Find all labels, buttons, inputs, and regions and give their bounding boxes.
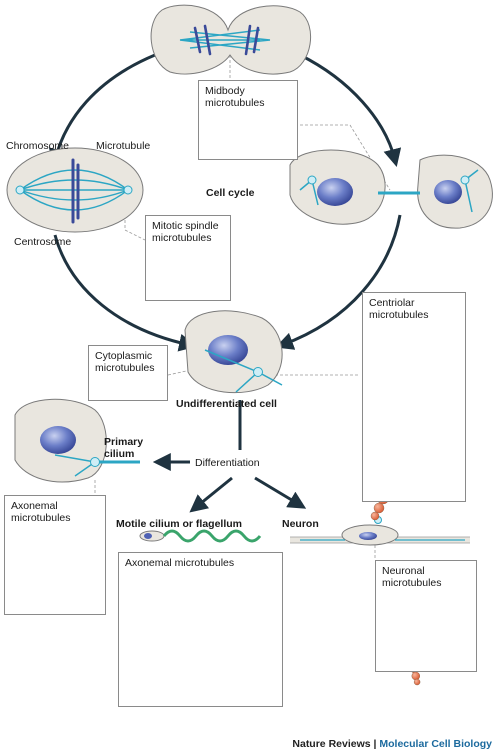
neuron-art xyxy=(290,516,470,546)
journal-section: Molecular Cell Biology xyxy=(379,738,492,750)
undifferentiated-cell-art xyxy=(184,310,283,394)
centriolar-box: Centriolar microtubules xyxy=(362,292,466,502)
dividing-cell-top xyxy=(150,4,312,75)
spindle-title: Mitotic spindle microtubules xyxy=(152,220,219,244)
cell-cycle-label: Cell cycle xyxy=(206,187,255,199)
primary-cilium-cell xyxy=(14,398,140,483)
primary-cilium-label: Primary cilium xyxy=(104,436,144,460)
mitotic-cell xyxy=(6,147,144,233)
undifferentiated-cell-label: Undifferentiated cell xyxy=(176,398,277,410)
motile-cilium-label: Motile cilium or flagellum xyxy=(116,518,243,530)
cytoplasmic-box: Cytoplasmic microtubules xyxy=(88,345,168,401)
chain-bead-e xyxy=(411,671,420,681)
cytoplasmic-title: Cytoplasmic microtubules xyxy=(95,350,155,374)
cycle-arrows xyxy=(48,53,402,352)
spindle-box: Mitotic spindle microtubules xyxy=(145,215,231,301)
chain-bead-e xyxy=(373,502,385,514)
microtubule-label: Microtubule xyxy=(96,140,151,152)
midbody-title: Midbody microtubules xyxy=(205,85,265,109)
neuron-label: Neuron xyxy=(282,518,319,530)
chromosome-label: Chromosome xyxy=(6,140,70,152)
axonemal-left-box: Axonemal microtubules xyxy=(4,495,106,615)
abscission-cells xyxy=(289,149,493,229)
chain-bead-e xyxy=(370,511,380,521)
axonemal-center-title: Axonemal microtubules xyxy=(125,557,235,569)
differentiation-arrows xyxy=(152,400,307,513)
differentiation-label: Differentiation xyxy=(195,457,260,469)
journal-separator: | xyxy=(373,738,377,750)
neuronal-title: Neuronal microtubules xyxy=(382,565,442,589)
centrosome-label: Centrosome xyxy=(14,236,72,248)
midbody-box: Midbody microtubules xyxy=(198,80,298,160)
neuronal-box: Neuronal microtubules xyxy=(375,560,477,672)
axonemal-left-title: Axonemal microtubules xyxy=(11,500,71,524)
journal-credit: Nature Reviews | Molecular Cell Biology xyxy=(292,738,492,750)
journal-name: Nature Reviews xyxy=(292,738,371,750)
flagellum-art xyxy=(139,529,262,543)
chain-bead-e xyxy=(413,678,421,686)
centriolar-title: Centriolar microtubules xyxy=(369,297,429,321)
axonemal-center-box: Axonemal microtubules xyxy=(118,552,283,707)
